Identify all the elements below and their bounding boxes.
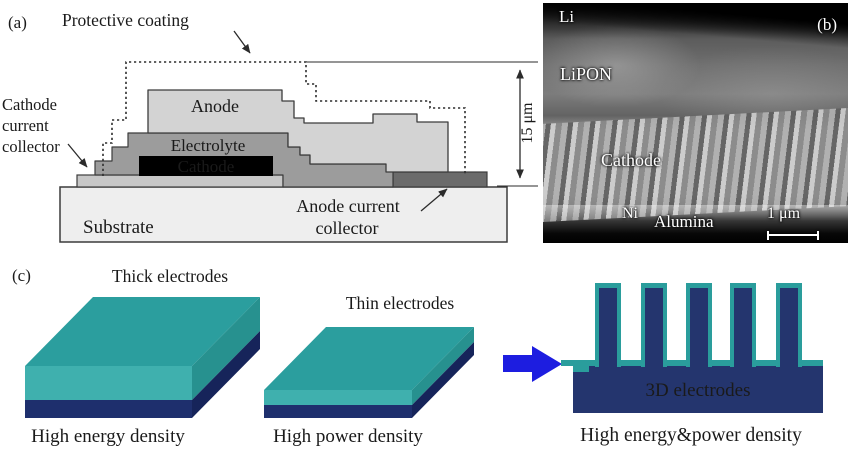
thin-electrodes-title: Thin electrodes [346,293,455,313]
panel-c-tag: (c) [12,266,31,285]
pillar-core [734,288,752,367]
protective-coating-outline [102,61,466,176]
pillar-core [780,288,798,367]
thick-electrodes-title: Thick electrodes [112,266,228,286]
thin-electrodes-caption: High power density [273,426,423,447]
pillar-core [690,288,708,367]
lipon-layer-label: LiPON [560,64,613,84]
three-d-base [573,363,823,413]
pillar-core [599,288,617,367]
panel-a-tag: (a) [8,13,27,32]
interface-highlight [543,204,848,222]
protective-coating-label: Protective coating [62,10,189,30]
anode-cc-label-line1: Anode current [296,196,399,216]
cathode-label: Cathode [178,157,235,176]
li-layer-label: Li [559,7,575,26]
pillar-core [645,288,663,367]
anode-cc-arrow [420,188,448,212]
cathode-cc-label-line3: collector [2,137,60,156]
thin-slab-top [264,327,474,390]
three-d-electrodes-label: 3D electrodes [646,380,751,401]
scale-bar [767,231,819,240]
electrolyte-label: Electrolyte [171,136,246,155]
cathode-shape [139,156,273,176]
thick-slab-base-side [192,331,260,418]
thin-slab-base-side [412,342,474,418]
thin-slab-base-front [264,405,412,418]
cathode-layer-label: Cathode [601,150,661,170]
substrate-shape [59,186,508,243]
thin-slab-side [412,327,474,405]
thick-slab-front [25,366,192,400]
panel-b-sem-image: Li (b) LiPON Cathode Ni Alumina 1 μm [543,3,848,243]
thick-slab-side [192,297,260,400]
substrate-label: Substrate [83,217,154,238]
three-d-electrode-structure: 3D electrodes [561,283,823,413]
cathode-cc-label-line2: current [2,116,49,135]
thick-slab-top [25,297,260,366]
anode-cc-label-line2: collector [316,218,379,238]
protective-coating-arrow [233,30,251,54]
cathode-current-collector-shape [76,174,284,188]
scale-bar-label: 1 μm [767,205,801,222]
cathode-cc-arrow [67,143,88,168]
thick-electrodes-caption: High energy density [31,426,185,447]
thickness-label: 15 μm [519,102,536,144]
three-d-corner-coating [573,360,589,372]
anode-current-collector-shape [392,171,488,188]
thick-slab-base-front [25,400,192,418]
anode-shape [147,89,449,173]
anode-label: Anode [191,96,239,116]
ni-layer-label: Ni [622,205,638,222]
alumina-layer-label: Alumina [654,212,714,231]
thin-slab-front [264,390,412,405]
panel-c-diagram: (c) Thick electrodes High energy density… [12,266,823,447]
three-d-electrodes-caption: High energy&power density [580,425,802,446]
transition-arrow-icon [503,346,562,382]
panel-b-tag: (b) [817,15,837,34]
cathode-cc-label-line1: Cathode [2,95,57,114]
panel-a-schematic: (a) Protective coating Cathode current c… [2,10,538,243]
